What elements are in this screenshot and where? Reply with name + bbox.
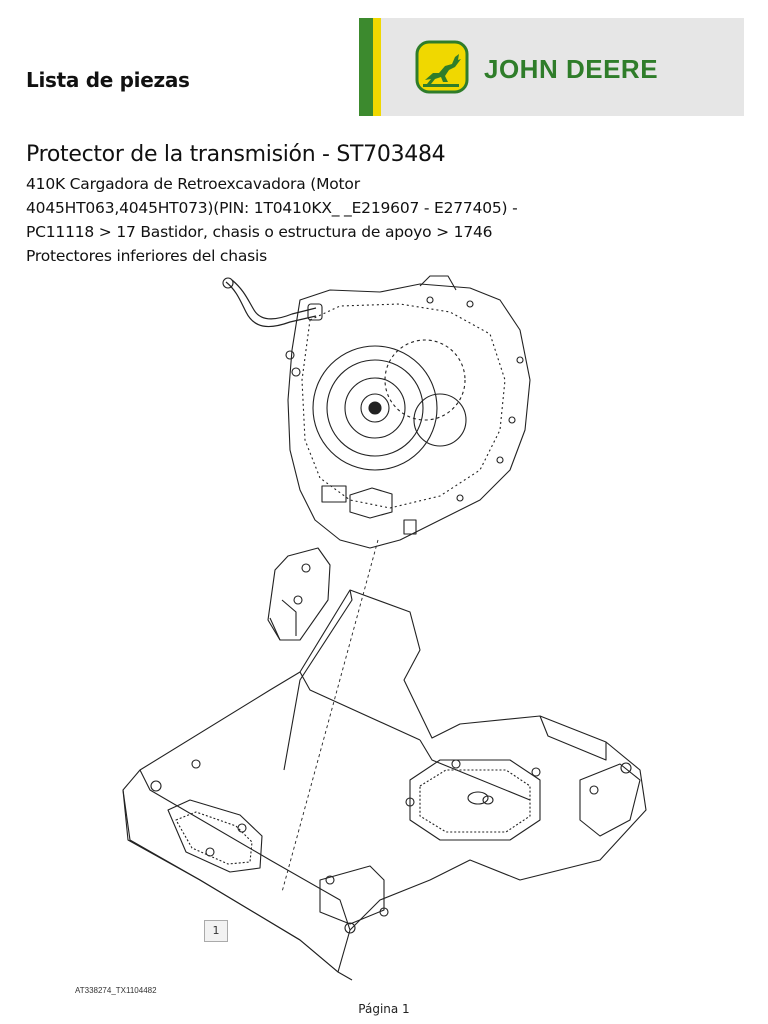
logo-green-stripe [359, 18, 373, 116]
part-callout-1[interactable]: 1 [204, 920, 228, 942]
parts-diagram [122, 275, 647, 981]
drawing-reference-code: AT338274_TX1104482 [75, 986, 157, 995]
leaping-deer-icon [415, 40, 469, 94]
logo-yellow-stripe [373, 18, 381, 116]
document-title: Protector de la transmisión - ST703484 [26, 142, 446, 167]
page-number: Página 1 [358, 1002, 410, 1016]
leader-line [281, 539, 379, 893]
subtitle-line: 410K Cargadora de Retroexcavadora (Motor [26, 175, 360, 193]
page-header-title: Lista de piezas [26, 68, 190, 92]
subtitle-line: 4045HT063,4045HT073)(PIN: 1T0410KX_ _E21… [26, 199, 518, 217]
subtitle-line: Protectores inferiores del chasis [26, 247, 268, 265]
hose-line [222, 277, 323, 328]
transmission-housing [285, 275, 531, 549]
brand-wordmark: JOHN DEERE [484, 54, 659, 84]
skid-plate-frame [122, 589, 647, 981]
john-deere-logo: JOHN DEERE [359, 18, 744, 116]
subtitle-line: PC11118 > 17 Bastidor, chasis o estructu… [26, 223, 493, 241]
mounting-bracket [267, 547, 331, 641]
document-subtitle: 410K Cargadora de Retroexcavadora (Motor… [26, 172, 586, 268]
